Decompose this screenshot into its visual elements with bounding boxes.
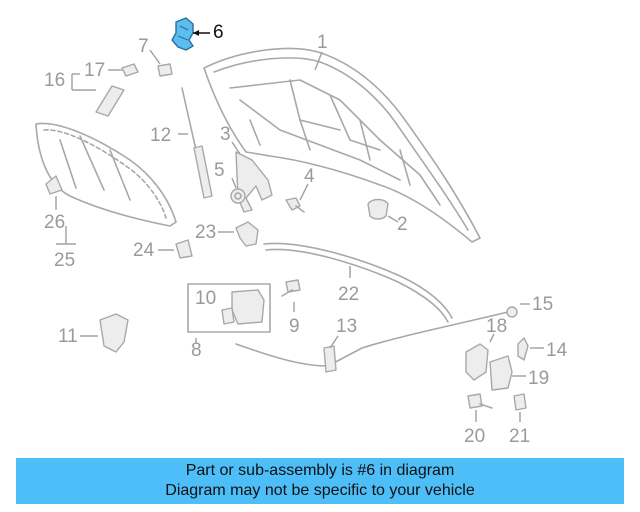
part-19-bracket[interactable]	[489, 355, 526, 391]
part-4-bolt[interactable]	[285, 183, 309, 213]
label-25[interactable]: 25	[54, 250, 75, 271]
label-11[interactable]: 11	[58, 326, 78, 347]
label-4[interactable]: 4	[304, 166, 315, 187]
part-12-strut[interactable]	[178, 87, 213, 199]
label-9[interactable]: 9	[289, 316, 300, 337]
label-5[interactable]: 5	[214, 160, 225, 181]
part-16-seal[interactable]	[71, 73, 125, 117]
label-16[interactable]: 16	[44, 70, 65, 91]
part-8-latch-assembly[interactable]	[187, 283, 271, 344]
label-7[interactable]: 7	[138, 36, 149, 57]
banner-line-1: Part or sub-assembly is #6 in diagram	[185, 462, 455, 479]
label-23[interactable]: 23	[195, 222, 216, 243]
part-20-screw[interactable]	[467, 393, 493, 422]
label-21[interactable]: 21	[509, 426, 530, 447]
label-24[interactable]: 24	[133, 240, 155, 261]
label-8[interactable]: 8	[191, 340, 202, 361]
label-1[interactable]: 1	[317, 32, 328, 53]
label-2[interactable]: 2	[397, 214, 408, 235]
label-13[interactable]: 13	[336, 316, 357, 337]
part-2-bumper[interactable]	[367, 198, 399, 223]
part-13-release-cable[interactable]	[235, 311, 509, 373]
part-23-bracket[interactable]	[218, 221, 259, 247]
label-12[interactable]: 12	[150, 125, 171, 146]
part-26-clip[interactable]	[45, 175, 63, 210]
banner-line-2: Diagram may not be specific to your vehi…	[165, 482, 475, 499]
label-22[interactable]: 22	[338, 284, 359, 305]
part-9-bolt[interactable]	[281, 279, 301, 312]
part-15-grommet[interactable]	[506, 303, 530, 318]
label-10[interactable]: 10	[195, 288, 216, 309]
part-14-clip[interactable]	[517, 337, 544, 361]
label-17[interactable]: 17	[84, 60, 105, 81]
part-6-bracket[interactable]	[171, 17, 210, 51]
part-22-weatherstrip[interactable]	[263, 242, 453, 323]
part-24-clip[interactable]	[158, 239, 193, 259]
label-19[interactable]: 19	[528, 368, 549, 389]
info-banner: Part or sub-assembly is #6 in diagram Di…	[16, 458, 624, 504]
label-18[interactable]: 18	[486, 316, 507, 337]
part-5-nut[interactable]	[230, 177, 246, 204]
part-7-screw[interactable]	[149, 49, 173, 77]
label-6[interactable]: 6	[213, 22, 224, 43]
part-17-clip[interactable]	[108, 63, 139, 77]
label-26[interactable]: 26	[44, 212, 65, 233]
label-14[interactable]: 14	[546, 340, 568, 361]
label-15[interactable]: 15	[532, 294, 553, 315]
label-3[interactable]: 3	[220, 124, 231, 145]
part-18-release-handle[interactable]	[465, 333, 495, 381]
label-20[interactable]: 20	[464, 426, 485, 447]
parts-diagram: 6 1 2 3 4 5 7	[35, 17, 568, 447]
part-21-clip[interactable]	[513, 393, 527, 422]
part-1-hood[interactable]	[203, 47, 481, 243]
part-11-bracket[interactable]	[80, 313, 129, 353]
